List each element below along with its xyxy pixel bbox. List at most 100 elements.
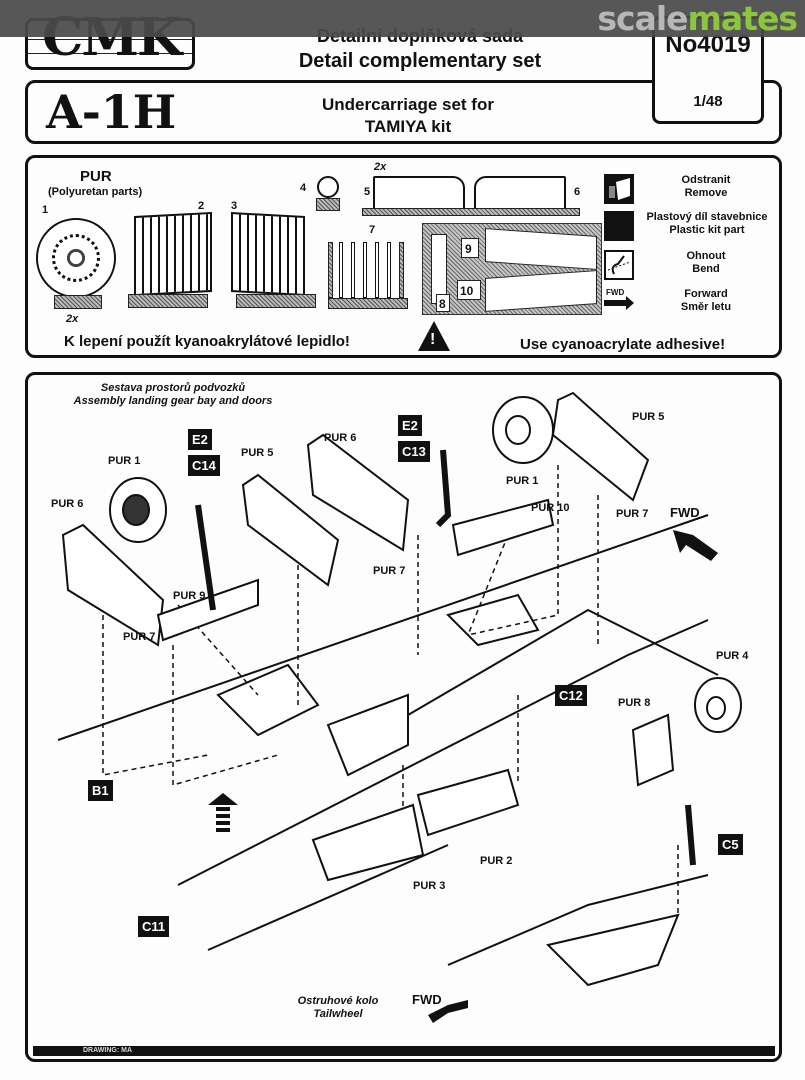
part-7-sprue-right	[399, 242, 404, 298]
label-pur10: PUR 10	[531, 502, 570, 514]
parts-panel: PUR (Polyuretan parts) 1 2x 2 3 4 2x 5 6…	[25, 155, 782, 358]
label-pur6-left: PUR 6	[51, 498, 84, 510]
label-pur8: PUR 8	[618, 697, 651, 709]
tailwheel-strut	[685, 804, 696, 866]
part-4-casting-block	[316, 198, 340, 211]
model-banner: A-1H Undercarriage set for TAMIYA kit	[25, 80, 782, 144]
bend-icon	[604, 250, 634, 280]
label-pur1-left: PUR 1	[108, 455, 141, 467]
tag-c14: C14	[188, 455, 220, 476]
fwd-label-bottom: FWD	[412, 992, 442, 1007]
part-9-label-box: 9	[461, 238, 479, 258]
plastic-part-icon	[604, 211, 634, 241]
part-number-5: 5	[364, 186, 371, 198]
footer-bar: DRAWING: MA	[33, 1046, 775, 1056]
part-number-6: 6	[574, 186, 581, 198]
label-pur3: PUR 3	[413, 880, 446, 892]
tag-c13: C13	[398, 441, 430, 462]
warning-mark: !	[430, 331, 436, 348]
tail-edge	[207, 844, 449, 951]
part-1-wheel	[36, 218, 116, 298]
wheel-hub	[52, 234, 100, 282]
assembly-line	[172, 645, 279, 786]
label-pur7-mid: PUR 7	[373, 565, 406, 577]
part-2-casting-block	[128, 294, 208, 308]
part-7-rod	[363, 242, 367, 298]
parts-subtitle: (Polyuretan parts)	[48, 186, 143, 198]
part-5-gear-door	[373, 176, 465, 210]
up-arrow	[208, 793, 238, 832]
label-pur4: PUR 4	[716, 650, 749, 662]
part-7-rod	[339, 242, 343, 298]
assembly-drawing	[57, 391, 742, 1023]
part-number-3: 3	[231, 200, 238, 212]
mid-outer-door	[306, 433, 410, 552]
tag-c11: C11	[138, 916, 170, 937]
tailwheel-bay-opening	[546, 913, 680, 987]
scale-label: 1/48	[693, 93, 723, 110]
tag-c5: C5	[718, 834, 743, 855]
pur3-box	[311, 803, 425, 882]
part-1-qty: 2x	[66, 313, 79, 325]
part-number-7: 7	[369, 224, 376, 236]
part-10-label-box: 10	[457, 280, 481, 300]
label-pur6-mid: PUR 6	[324, 432, 357, 444]
label-pur7-left: PUR 7	[123, 631, 156, 643]
forward-arrow-icon: FWD	[604, 288, 636, 318]
label-pur5-left: PUR 5	[241, 447, 274, 459]
remove-icon	[604, 174, 634, 204]
left-bay-opening	[216, 663, 320, 737]
parts-8-9-10-casting: 9 8 10	[422, 223, 602, 315]
part-7-sprue-left	[328, 242, 333, 298]
label-pur7-right: PUR 7	[616, 508, 649, 520]
watermark-logo: scalemates	[597, 0, 798, 38]
part-9-panel	[485, 228, 597, 270]
subtitle-line-2: TAMIYA kit	[364, 117, 452, 136]
part-3-casting-block	[236, 294, 316, 308]
label-pur5-right: PUR 5	[632, 411, 665, 423]
part-number-2: 2	[198, 200, 205, 212]
title-english: Detail complementary set	[298, 50, 542, 72]
fwd-label-top: FWD	[670, 505, 700, 520]
pur8-bracket	[631, 713, 675, 787]
right-wheel-hub	[505, 415, 531, 445]
subtitle-line-1: Undercarriage set for	[322, 95, 494, 114]
adhesive-note-english: Use cyanoacrylate adhesive!	[520, 336, 726, 353]
fwd-arrow-top	[673, 530, 718, 561]
adhesive-note-czech: K lepení použít kyanoakrylátové lepidlo!	[64, 333, 350, 350]
part-1-casting-block	[54, 295, 102, 309]
part-6-gear-door	[474, 176, 566, 210]
tag-c12: C12	[555, 685, 587, 706]
label-pur1-right: PUR 1	[506, 475, 539, 487]
pur3-bay-insert	[326, 693, 409, 777]
tag-e2-left: E2	[188, 429, 212, 450]
part-7-rod	[351, 242, 355, 298]
tail-panel-edge	[447, 874, 709, 966]
part-8-label-box: 8	[436, 294, 450, 312]
wing-leading-edge	[57, 514, 709, 741]
part-7-rod	[387, 242, 391, 298]
tag-b1: B1	[88, 780, 113, 801]
parts-5-6-casting-block	[362, 208, 580, 216]
part-2-door	[134, 211, 212, 297]
label-pur9: PUR 9	[173, 590, 206, 602]
left-wheel-hub	[122, 494, 150, 526]
parts-title: PUR	[80, 168, 112, 185]
tailwheel-hub	[706, 696, 726, 720]
part-number-4: 4	[300, 182, 307, 194]
right-bay-opening	[446, 593, 540, 647]
pur10-panel	[451, 498, 555, 557]
pur9-panel	[156, 578, 259, 642]
left-main-strut	[195, 504, 216, 611]
right-main-strut	[435, 449, 452, 528]
logo-rule	[28, 39, 192, 40]
part-7-rod	[375, 242, 379, 298]
left-outer-door	[61, 523, 165, 647]
part-number-1: 1	[42, 204, 49, 216]
watermark-bar	[0, 0, 805, 37]
center-panel-edge	[407, 608, 719, 716]
